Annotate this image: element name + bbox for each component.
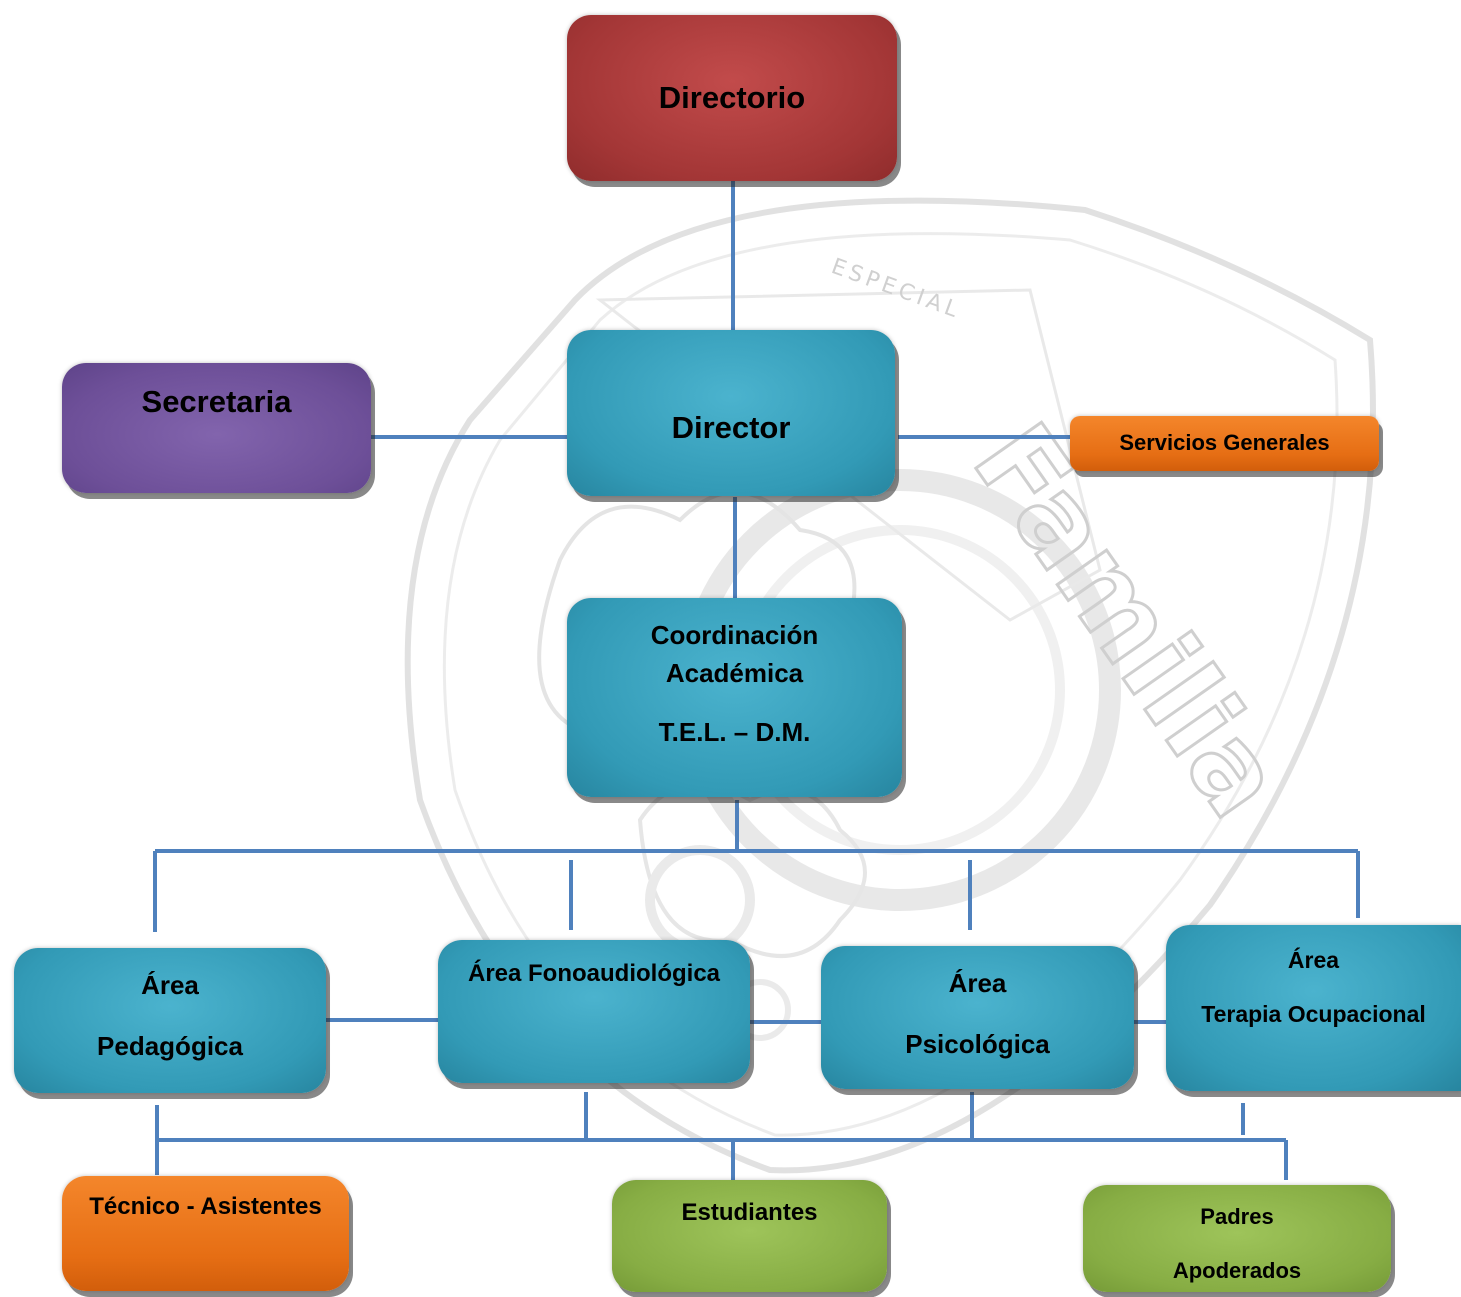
node-tecnico-label: Técnico - Asistentes (89, 1193, 322, 1220)
node-servicios-generales: Servicios Generales (1070, 416, 1379, 471)
node-padres-line2: Apoderados (1172, 1258, 1302, 1284)
node-coordinacion-line3: T.E.L. – D.M. (658, 717, 811, 748)
node-directorio-label: Directorio (658, 80, 806, 116)
node-padres-apoderados: Padres Apoderados (1083, 1185, 1391, 1292)
node-psico-line1: Área (948, 968, 1007, 998)
node-terapia-line2: Terapia Ocupacional (1201, 1000, 1426, 1027)
node-pedagogica-line1: Área (141, 970, 199, 1000)
node-estudiantes: Estudiantes (612, 1180, 887, 1292)
node-fono-label: Área Fonoaudiológica (467, 960, 721, 987)
node-area-fonoaudiologica: Área Fonoaudiológica (438, 940, 750, 1083)
node-servicios-label: Servicios Generales (1119, 430, 1330, 456)
node-director: Director (567, 330, 895, 496)
node-psico-line2: Psicológica (905, 1029, 1050, 1060)
node-pedagogica-line2: Pedagógica (97, 1031, 243, 1062)
node-coordinacion-academica: Coordinación Académica T.E.L. – D.M. (567, 598, 902, 797)
node-coordinacion-line1: Coordinación (650, 620, 819, 650)
node-tecnico-asistentes: Técnico - Asistentes (62, 1176, 349, 1291)
node-terapia-line1: Área (1287, 947, 1340, 973)
node-area-pedagogica: Área Pedagógica (14, 948, 326, 1093)
connectors (153, 175, 1360, 1180)
node-secretaria-label: Secretaria (141, 384, 292, 419)
node-padres-line1: Padres (1200, 1204, 1274, 1229)
node-area-terapia-ocupacional: Área Terapia Ocupacional (1166, 925, 1461, 1091)
node-area-psicologica: Área Psicológica (821, 946, 1134, 1089)
node-secretaria: Secretaria (62, 363, 371, 493)
node-coordinacion-line2: Académica (665, 658, 804, 689)
node-directorio: Directorio (567, 15, 897, 181)
node-director-label: Director (671, 410, 791, 446)
watermark-seal-text: ESPECIAL (828, 254, 965, 324)
node-estudiantes-label: Estudiantes (681, 1199, 818, 1226)
